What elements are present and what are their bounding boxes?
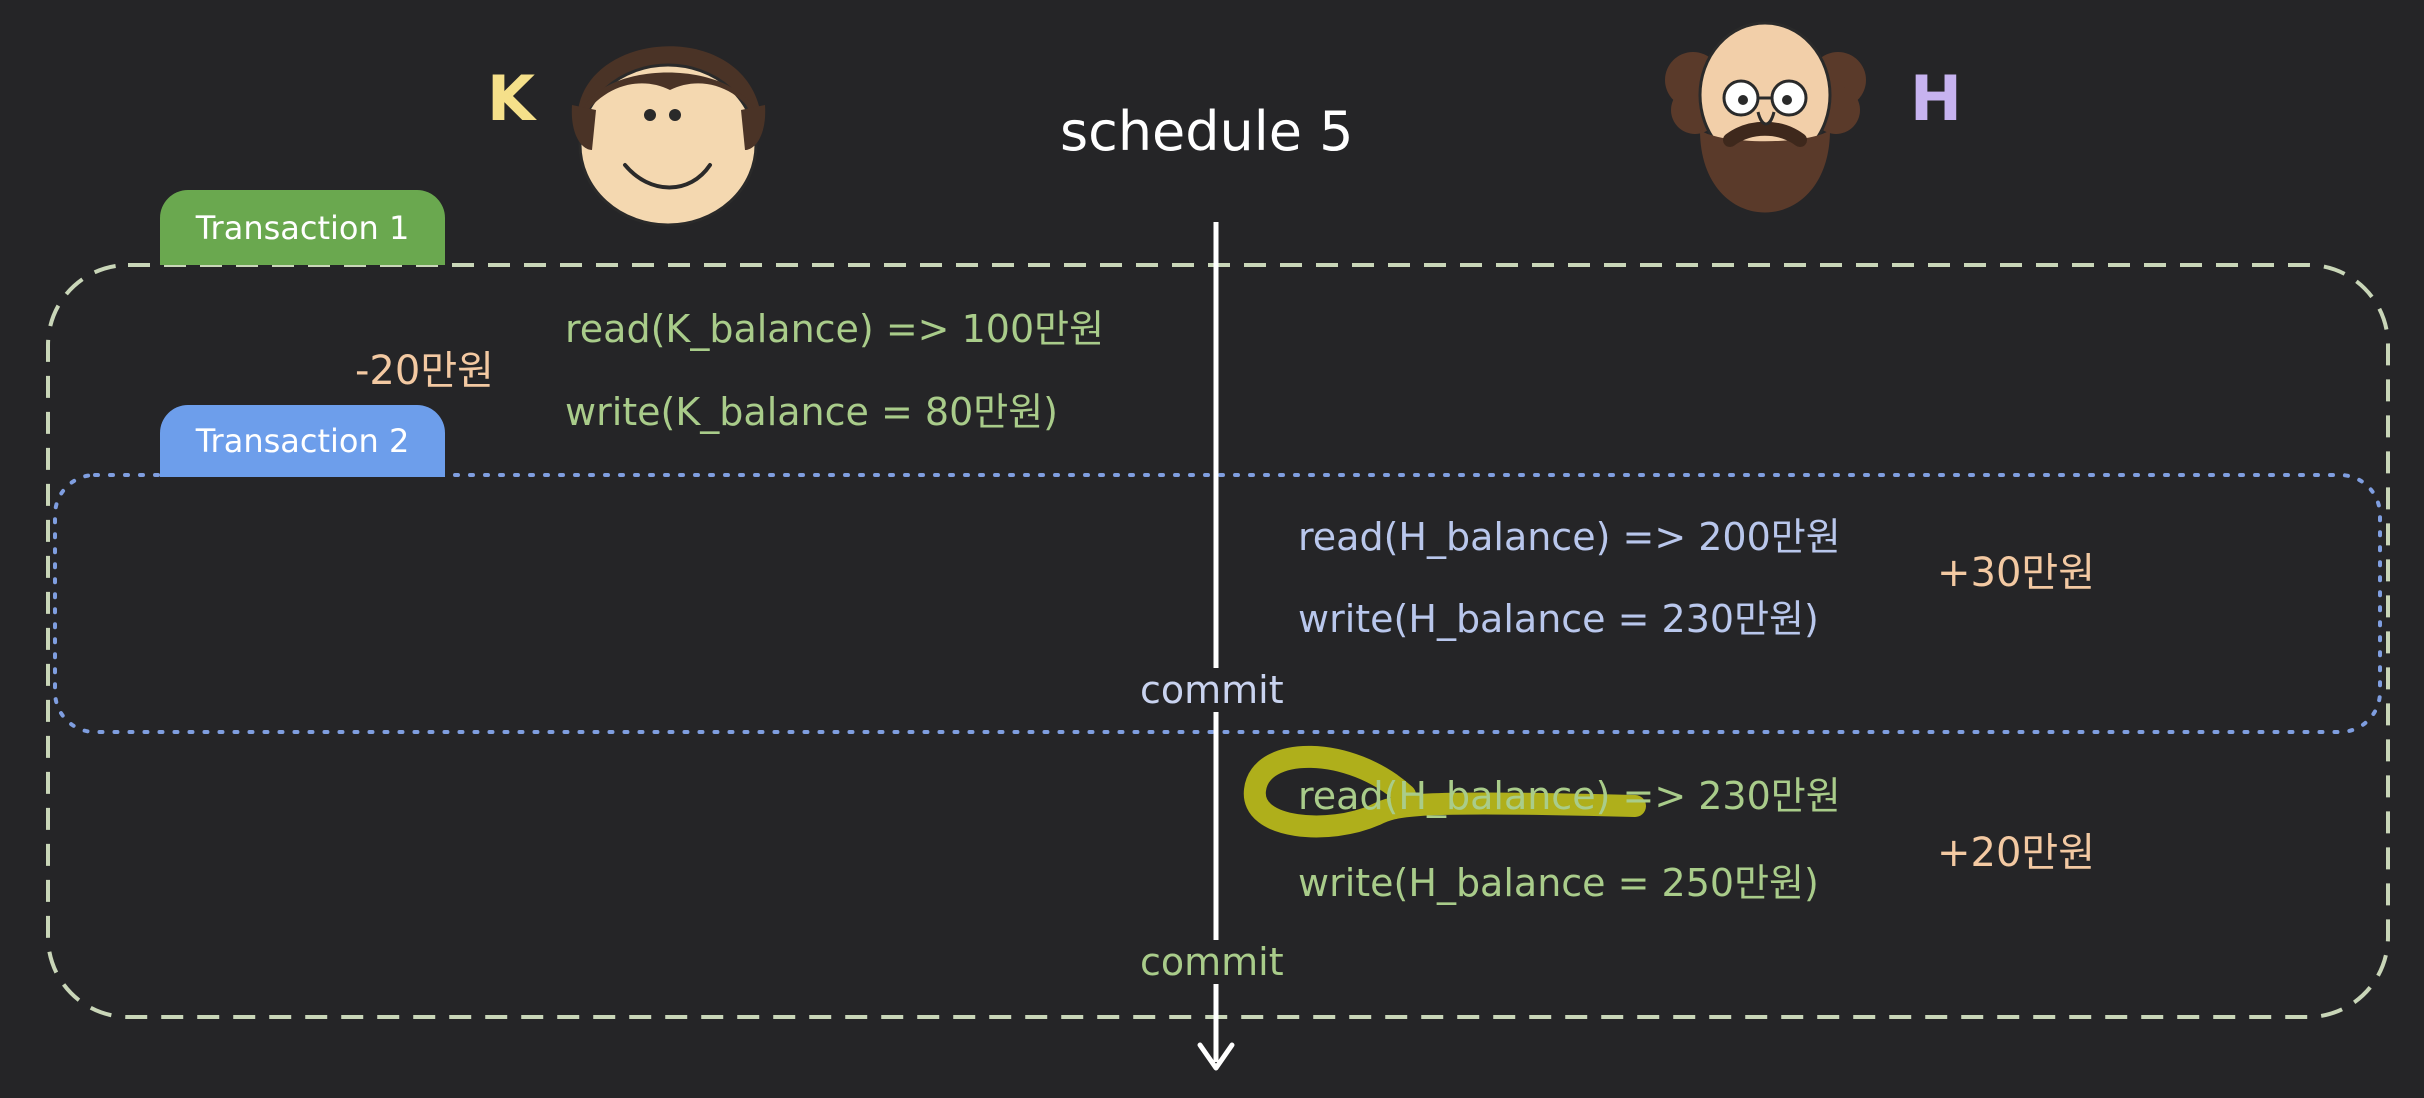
t1-write-k-op: write(K_balance = 80만원) <box>565 390 1058 434</box>
k-change-amount: -20만원 <box>355 348 494 394</box>
h-face-icon <box>1665 21 1866 213</box>
t1-commit-label: commit <box>1130 940 1294 984</box>
t2-read-h-op: read(H_balance) => 200만원 <box>1298 515 1841 559</box>
highlight-scribble <box>1243 745 1646 838</box>
t2-change-amount: +30만원 <box>1937 550 2096 596</box>
person-h-label: H <box>1910 62 1962 135</box>
transaction-2-tab: Transaction 2 <box>160 405 445 477</box>
t1-read-h-op: read(H_balance) => 230만원 <box>1298 774 1841 818</box>
t2-commit-label: commit <box>1130 668 1294 712</box>
transaction-1-tab: Transaction 1 <box>160 190 445 265</box>
t1-write-h-op: write(H_balance = 250만원) <box>1298 861 1819 905</box>
person-k-label: K <box>487 62 536 135</box>
t1-change-amount: +20만원 <box>1937 830 2096 876</box>
timeline-arrow-icon <box>1197 1042 1235 1071</box>
diagram-title: schedule 5 <box>1060 100 1354 163</box>
k-face-icon <box>571 46 766 227</box>
transaction-1-label: Transaction 1 <box>195 208 410 247</box>
transaction-2-label: Transaction 2 <box>195 422 410 460</box>
t1-read-k-op: read(K_balance) => 100만원 <box>565 307 1105 351</box>
t2-write-h-op: write(H_balance = 230만원) <box>1298 597 1819 641</box>
